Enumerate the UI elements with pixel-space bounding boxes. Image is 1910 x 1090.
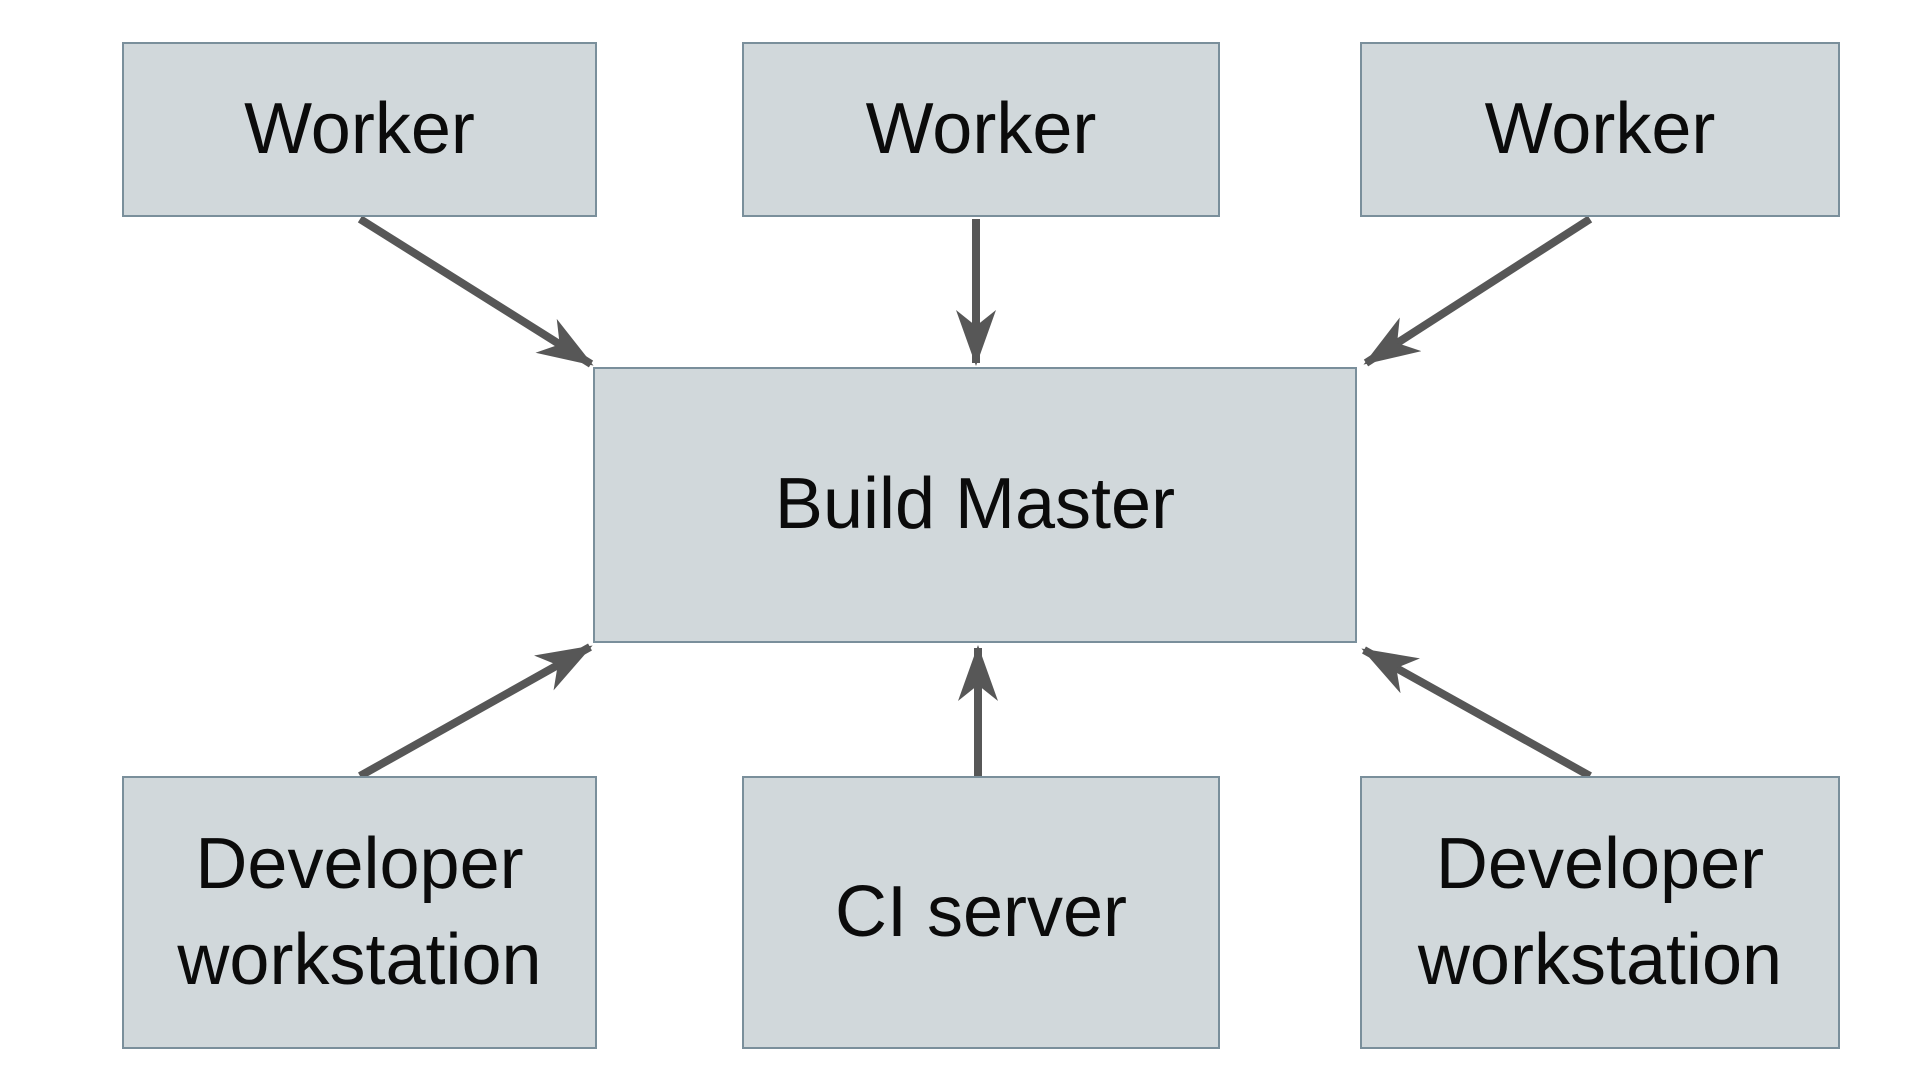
node-developer-workstation-2-label: Developer workstation [1417, 824, 1783, 1000]
node-worker-3-label: Worker [1484, 88, 1716, 169]
node-worker-3: Worker [1360, 42, 1840, 217]
node-ci-server-label: CI server [834, 871, 1128, 952]
node-worker-2-label: Worker [865, 88, 1097, 169]
edge-developer-workstation-1-to-build-master [358, 643, 593, 780]
node-developer-workstation-1-label: Developer workstation [177, 824, 542, 1000]
edge-worker-3-to-build-master [1363, 215, 1593, 367]
node-worker-1-label: Worker [244, 88, 475, 169]
edge-worker-1-to-build-master [357, 215, 594, 368]
node-worker-2: Worker [742, 42, 1220, 217]
edge-developer-workstation-2-to-build-master [1361, 646, 1592, 780]
node-developer-workstation-2: Developer workstation [1360, 776, 1840, 1049]
node-worker-1: Worker [122, 42, 597, 217]
node-build-master: Build Master [593, 367, 1357, 643]
node-developer-workstation-1: Developer workstation [122, 776, 597, 1049]
node-build-master-label: Build Master [774, 464, 1176, 545]
node-ci-server: CI server [742, 776, 1220, 1049]
